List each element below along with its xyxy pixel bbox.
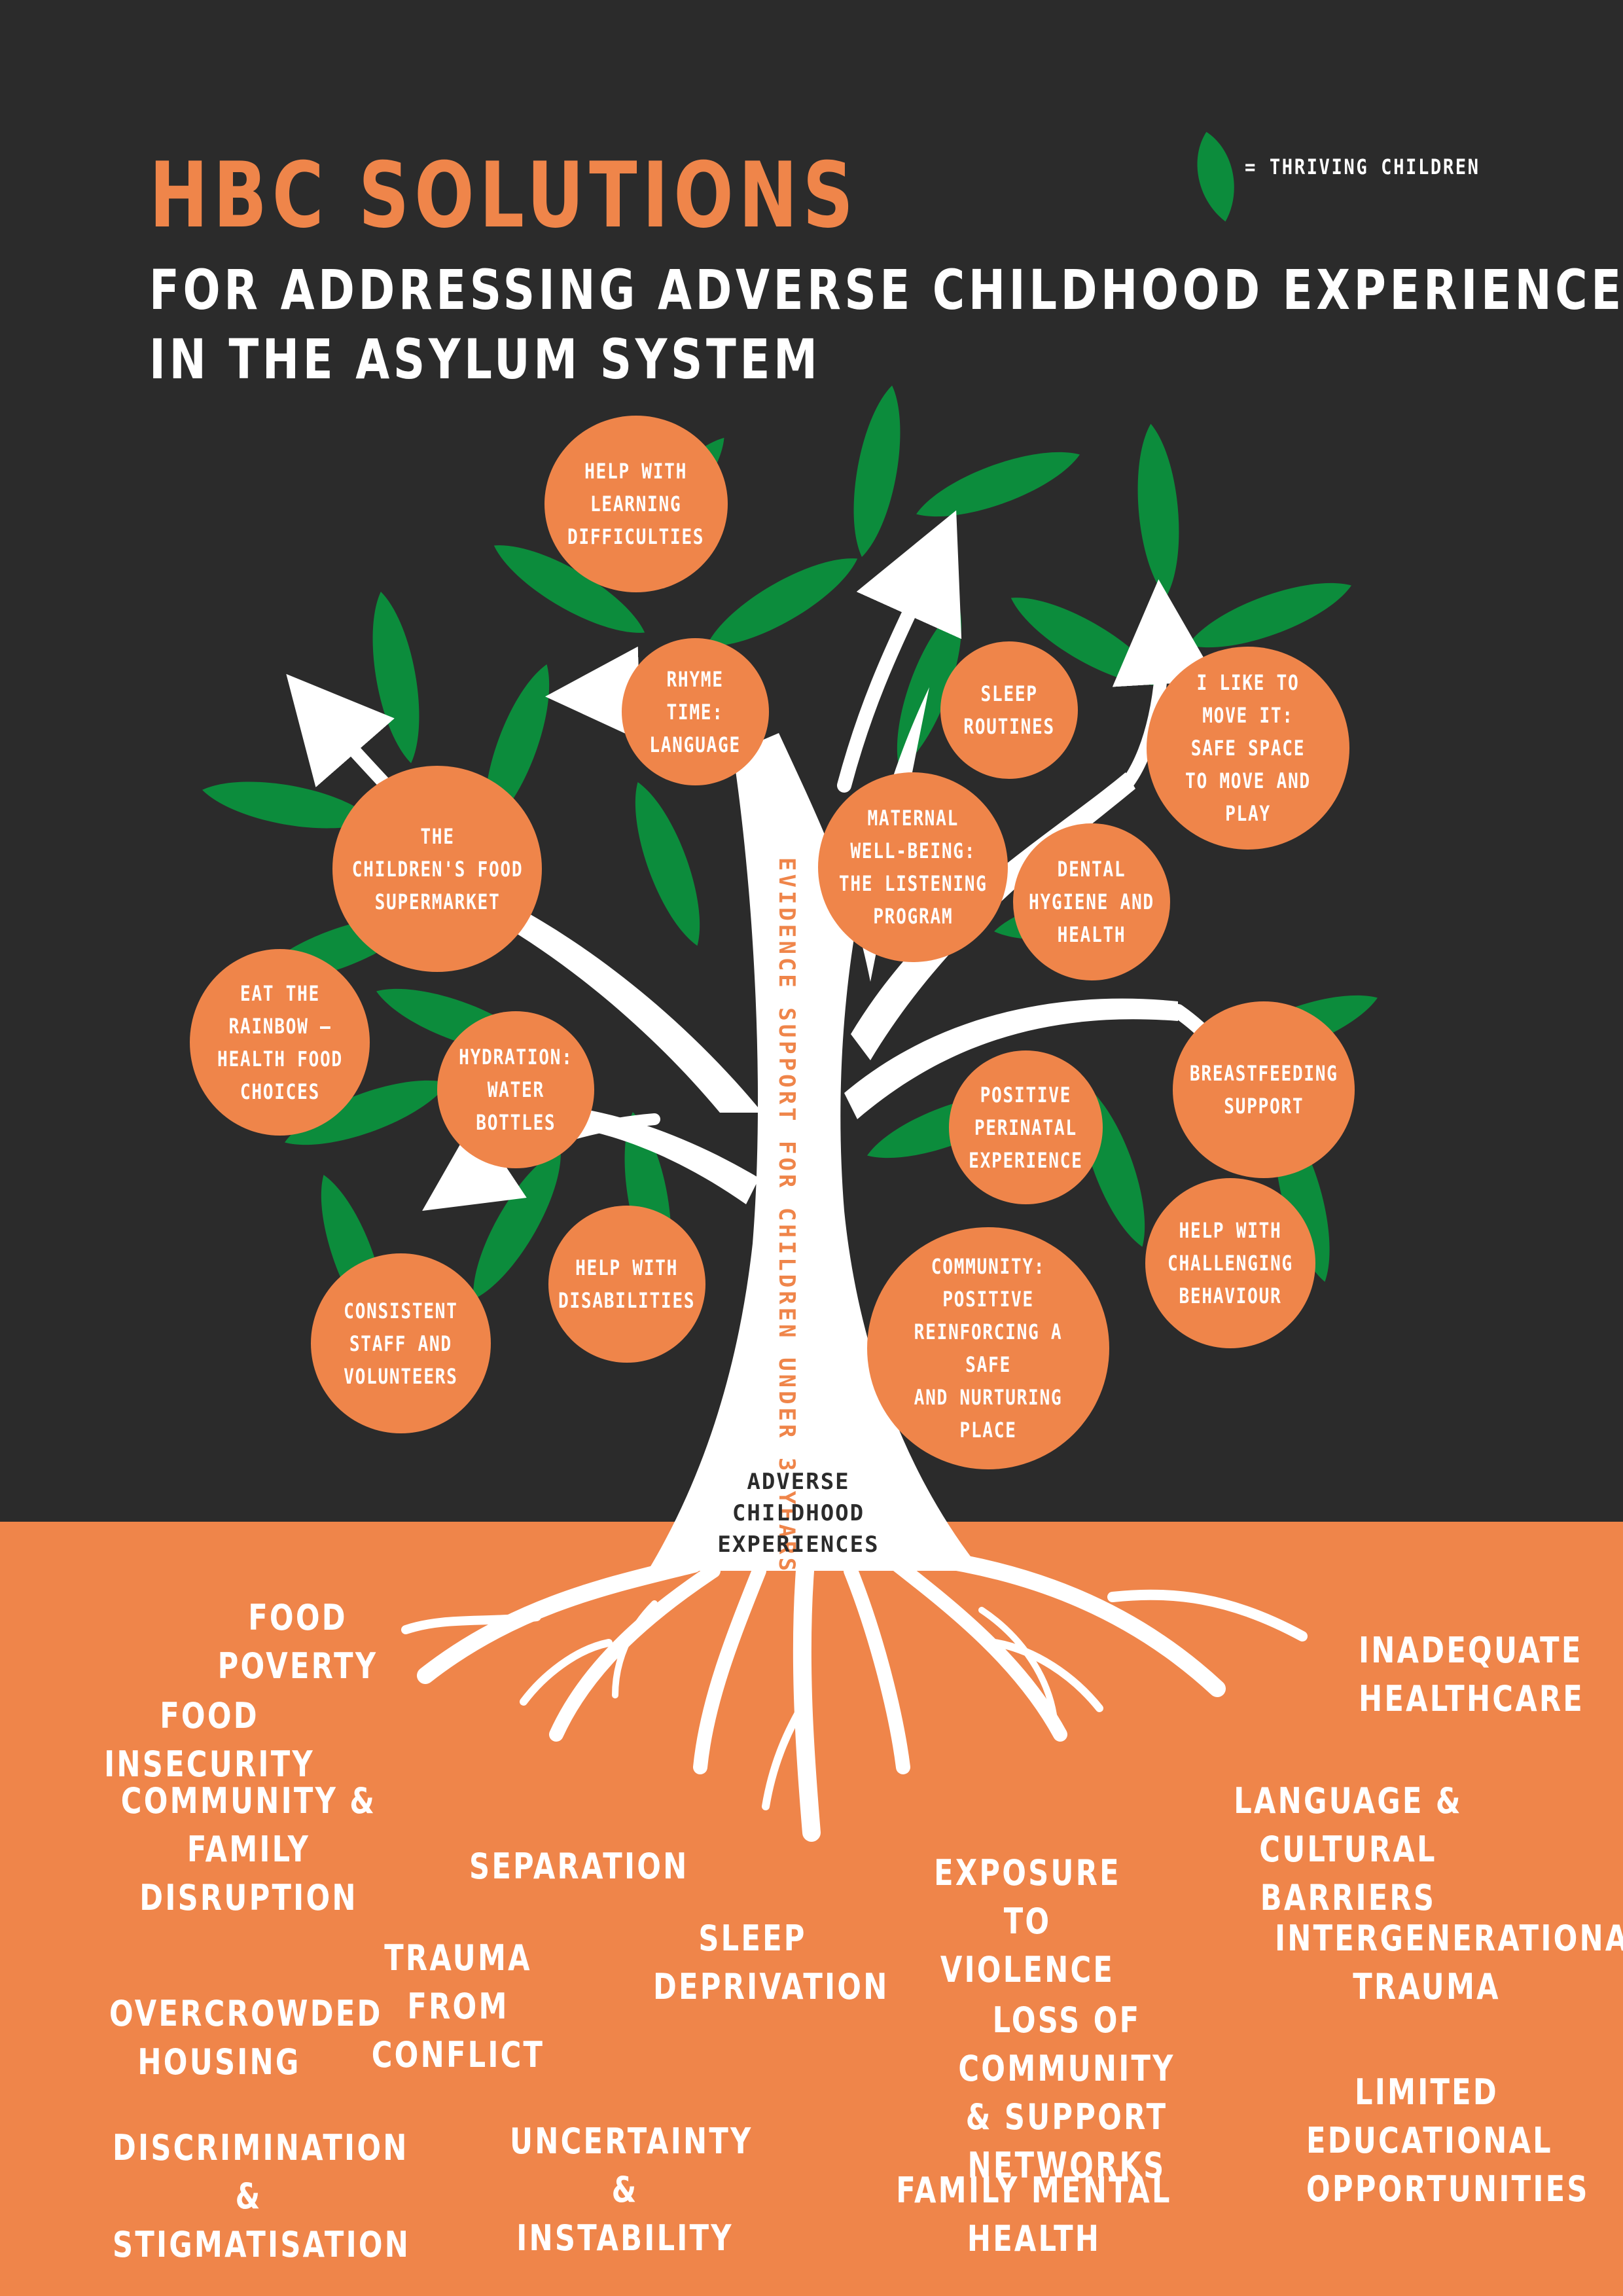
fruit-hydration: HYDRATION: WATER BOTTLES [437, 1011, 594, 1168]
fruit-food-supermarket: THE CHILDREN'S FOOD SUPERMARKET [332, 766, 542, 972]
root-trauma-conflict: TRAUMA FROM CONFLICT [371, 1937, 545, 2075]
tree-roots [401, 1549, 1308, 1842]
leaf-icon [619, 775, 716, 953]
root-uncertainty: UNCERTAINTY & INSTABILITY [510, 2121, 753, 2259]
fruit-rainbow: EAT THE RAINBOW – HEALTH FOOD CHOICES [190, 949, 370, 1136]
root-sleep-deprivation: SLEEP DEPRIVATION [653, 1918, 889, 2007]
fruit-staff: CONSISTENT STAFF AND VOLUNTEERS [311, 1253, 491, 1433]
subtitle-line-2: IN THE ASYLUM SYSTEM [149, 327, 821, 391]
root-intergenerational: INTERGENERATIONAL TRAUMA [1275, 1918, 1623, 2007]
root-food-insecurity: FOOD INSECURITY [104, 1695, 315, 1785]
root-loss-community: LOSS OF COMMUNITY & SUPPORT NETWORKS [958, 2000, 1175, 2186]
fruit-dental: DENTAL HYGIENE AND HEALTH [1013, 823, 1170, 980]
fruit-move: I LIKE TO MOVE IT: SAFE SPACE TO MOVE AN… [1147, 647, 1349, 850]
legend-label: = THRIVING CHILDREN [1245, 154, 1480, 179]
root-discrimination: DISCRIMINATION & STIGMATISATION [113, 2127, 411, 2265]
root-overcrowded: OVERCROWDED HOUSING [109, 1993, 383, 2083]
root-violence: EXPOSURE TO VIOLENCE [934, 1852, 1121, 1990]
fruit-rhyme: RHYME TIME: LANGUAGE [622, 638, 769, 785]
root-healthcare: INADEQUATE HEALTHCARE [1359, 1630, 1585, 1719]
fruit-perinatal: POSITIVE PERINATAL EXPERIENCE [949, 1050, 1103, 1204]
fruit-behaviour: HELP WITH CHALLENGING BEHAVIOUR [1145, 1178, 1315, 1348]
subtitle-line-1: FOR ADDRESSING ADVERSE CHILDHOOD EXPERIE… [149, 258, 1623, 322]
ground-background [0, 1522, 1623, 2296]
fruit-learning: HELP WITH LEARNING DIFFICULTIES [544, 416, 728, 592]
page-subtitle: FOR ADDRESSING ADVERSE CHILDHOOD EXPERIE… [149, 255, 1623, 394]
root-family-mental: FAMILY MENTAL HEALTH [896, 2170, 1172, 2259]
root-language: LANGUAGE & CULTURAL BARRIERS [1234, 1780, 1463, 1918]
leaf-icon [361, 588, 431, 767]
leaf-icon [842, 382, 912, 561]
root-separation: SEPARATION [469, 1846, 689, 1887]
legend-leaf-icon [1197, 132, 1234, 222]
leaf-icon [1131, 422, 1186, 600]
root-food-poverty: FOOD POVERTY [217, 1597, 378, 1687]
root-education: LIMITED EDUCATIONAL OPPORTUNITIES [1306, 2072, 1590, 2210]
fruit-maternal: MATERNAL WELL-BEING: THE LISTENING PROGR… [818, 772, 1008, 962]
root-community-disruption: COMMUNITY & FAMILY DISRUPTION [120, 1780, 377, 1918]
fruit-community: COMMUNITY: POSITIVE REINFORCING A SAFE A… [867, 1227, 1109, 1469]
fruit-sleep-routines: SLEEP ROUTINES [940, 641, 1078, 779]
roots-label: ADVERSE CHILDHOOD EXPERIENCES [717, 1469, 880, 1558]
fruit-breastfeeding: BREASTFEEDING SUPPORT [1173, 1001, 1355, 1178]
fruit-disabilities: HELP WITH DISABILITIES [548, 1206, 705, 1363]
page-title: HBC SOLUTIONS [149, 143, 859, 248]
leaf-icon [909, 436, 1087, 533]
